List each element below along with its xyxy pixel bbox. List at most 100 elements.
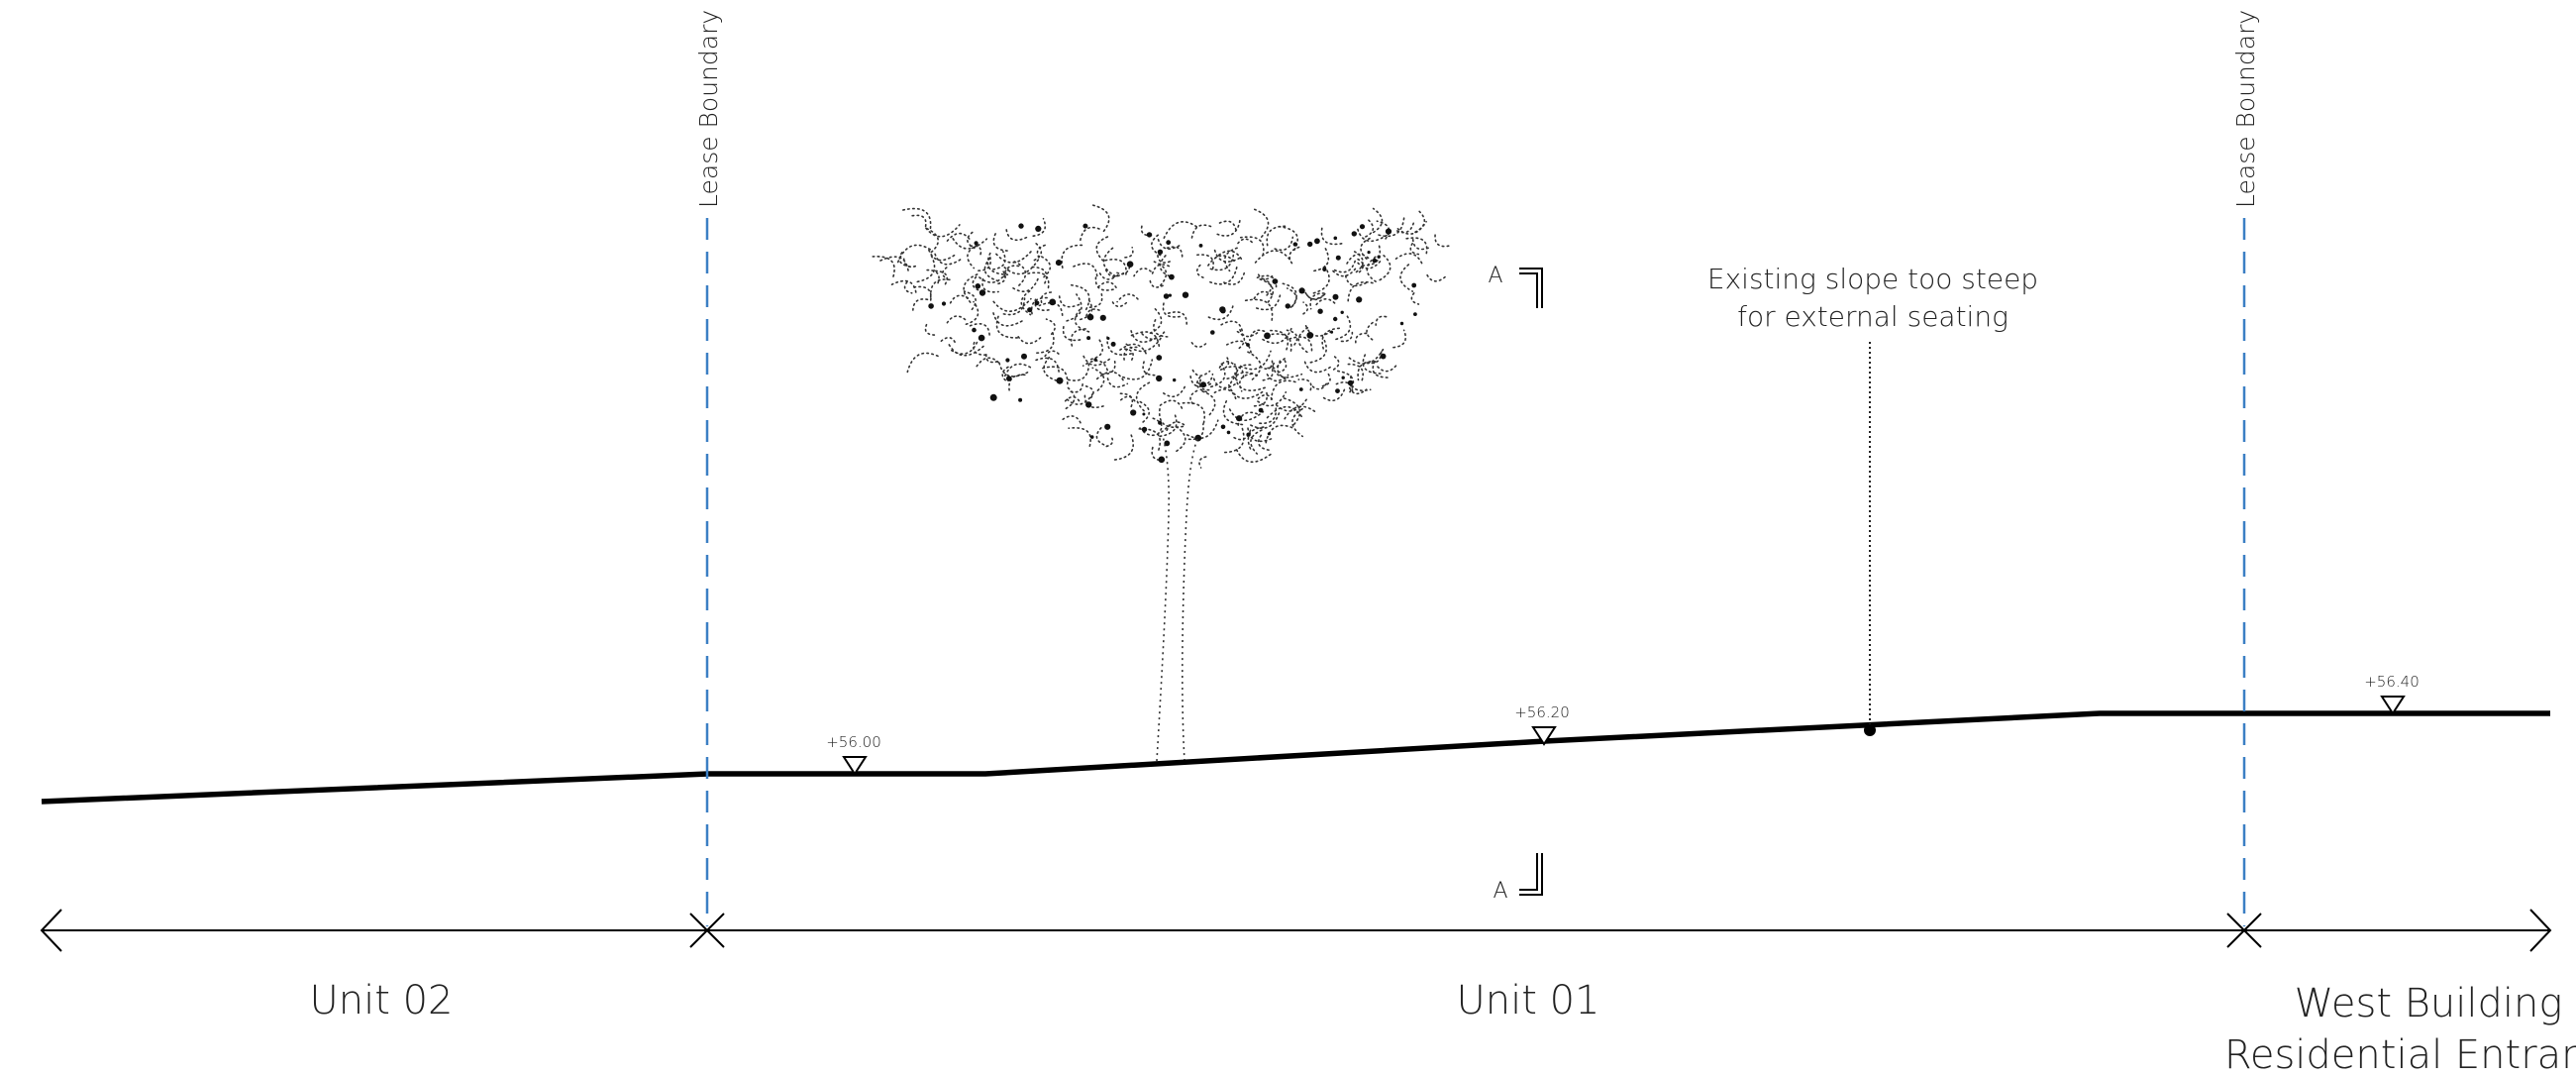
tree-canopy-stroke xyxy=(940,336,956,343)
tree-canopy-stroke xyxy=(898,252,911,268)
tree-canopy-stroke xyxy=(1288,246,1300,267)
tree-foliage-dot xyxy=(1099,314,1106,321)
tree-canopy-stroke xyxy=(967,231,976,250)
tree-canopy-stroke xyxy=(910,214,927,228)
tree-canopy-stroke xyxy=(1033,242,1043,262)
tree-canopy-stroke xyxy=(1105,434,1114,448)
tree-foliage-dot xyxy=(1082,223,1088,229)
tree-foliage-dot xyxy=(1166,240,1172,246)
level-1-label: +56.00 xyxy=(826,733,881,751)
tree-canopy-stroke xyxy=(1017,335,1044,345)
tree-canopy-stroke xyxy=(1313,298,1336,308)
level-marker-1: +56.00 xyxy=(826,733,881,776)
section-marker-top: A xyxy=(1488,264,1543,308)
tree-canopy-stroke xyxy=(896,244,931,264)
tree-canopy-stroke xyxy=(925,224,961,238)
tree-canopy-stroke xyxy=(1321,373,1331,387)
tree-canopy-stroke xyxy=(1080,226,1100,242)
tree-canopy-stroke xyxy=(1349,375,1372,391)
tree-canopy-stroke xyxy=(1266,329,1289,351)
tree-canopy-stroke xyxy=(1207,302,1235,321)
tree-canopy-stroke xyxy=(1219,320,1243,332)
tree-canopy-stroke xyxy=(1011,260,1027,286)
tree-canopy-stroke xyxy=(963,290,977,311)
tree-canopy-stroke xyxy=(983,257,1000,282)
slope-annotation: Existing slope too steep for external se… xyxy=(1707,263,2038,736)
tree-canopy-stroke xyxy=(1122,359,1154,380)
tree-canopy-stroke xyxy=(925,227,939,254)
tree-canopy-stroke xyxy=(1332,266,1358,277)
unit-01-label: Unit 01 xyxy=(1456,978,1599,1024)
tree-foliage-dot xyxy=(1049,298,1057,306)
tree-canopy-stroke xyxy=(998,362,1031,377)
tree-canopy-stroke xyxy=(1228,408,1265,422)
tree-canopy-stroke xyxy=(1166,421,1185,432)
tree-canopy-stroke xyxy=(1391,253,1423,265)
section-marker-top-label: A xyxy=(1488,264,1502,288)
tree-canopy-stroke xyxy=(1095,236,1109,262)
tree-canopy-stroke xyxy=(942,267,949,280)
tree-canopy-stroke xyxy=(1239,236,1265,257)
tree-canopy-stroke xyxy=(1068,427,1091,447)
tree-canopy-stroke xyxy=(1036,244,1046,261)
lease-boundary-right-label: Lease Boundary xyxy=(2231,10,2260,208)
tree-canopy-stroke xyxy=(1305,292,1327,301)
tree-canopy-stroke xyxy=(1335,312,1352,341)
tree-canopy-stroke xyxy=(1198,378,1213,391)
tree-foliage-dot xyxy=(1182,291,1189,298)
tree-foliage-dot xyxy=(1156,355,1163,361)
tree-canopy-stroke xyxy=(948,344,985,357)
tree-canopy-stroke xyxy=(1002,363,1032,379)
tree-canopy-stroke xyxy=(1249,329,1266,342)
tree-canopy-stroke xyxy=(1362,354,1382,375)
tree-canopy-stroke xyxy=(1153,319,1171,338)
level-triangle-icon xyxy=(1531,726,1557,746)
tree-canopy-stroke xyxy=(1101,358,1116,376)
tree-canopy-stroke xyxy=(1008,374,1026,393)
tree-canopy-stroke xyxy=(1043,356,1060,382)
tree-canopy-stroke xyxy=(1212,377,1238,389)
tree-canopy-stroke xyxy=(1045,318,1057,335)
tree-canopy-stroke xyxy=(1297,378,1312,391)
tree-canopy-stroke xyxy=(948,294,970,306)
tree-foliage-dot xyxy=(1330,330,1334,334)
tree-canopy-stroke xyxy=(1344,274,1369,287)
tree-canopy-stroke xyxy=(1195,264,1205,279)
tree-canopy-stroke xyxy=(916,253,936,283)
tree-canopy-stroke xyxy=(1094,276,1116,291)
tree-canopy-stroke xyxy=(1302,301,1309,315)
tree-canopy-stroke xyxy=(979,269,1009,283)
tree-canopy-stroke xyxy=(1113,432,1134,461)
level-2-label: +56.20 xyxy=(1514,703,1570,721)
tree-canopy-stroke xyxy=(1206,255,1235,269)
west-building-label-line-2: Residential Entrance xyxy=(2224,1032,2576,1078)
tree-canopy-stroke xyxy=(1190,224,1212,240)
tree-foliage-dot xyxy=(1006,376,1012,381)
tree-canopy-stroke xyxy=(1032,357,1060,373)
tree-canopy-stroke xyxy=(1313,248,1330,272)
tree-canopy-stroke xyxy=(1125,335,1164,353)
tree-canopy-stroke xyxy=(1286,329,1298,346)
tree-canopy-stroke xyxy=(1197,373,1214,385)
tree-canopy-stroke xyxy=(1179,401,1206,424)
tree-canopy-stroke xyxy=(1320,227,1345,246)
tree-canopy-stroke xyxy=(1218,361,1234,370)
tree-canopy-stroke xyxy=(1288,336,1313,352)
tree-canopy-stroke xyxy=(1366,321,1377,343)
level-marker-3: +56.40 xyxy=(2364,673,2420,715)
tree-foliage-dot xyxy=(1307,241,1313,248)
tree-canopy-stroke xyxy=(1250,429,1263,455)
tree-foliage-dot xyxy=(1264,332,1271,340)
tree-canopy-stroke xyxy=(1257,277,1275,303)
tree-canopy-stroke xyxy=(1357,361,1377,381)
tree-foliage-dot xyxy=(1298,287,1305,294)
dimension-line xyxy=(40,909,2552,952)
tree-canopy-stroke xyxy=(1209,265,1238,285)
tree-canopy-stroke xyxy=(984,354,999,364)
tree-canopy-stroke xyxy=(1353,250,1364,273)
tree-foliage-dot xyxy=(979,289,986,296)
annotation-line-1: Existing slope too steep xyxy=(1707,263,2038,295)
tree-foliage-dot xyxy=(1173,377,1177,382)
section-bracket-top-inner xyxy=(1519,272,1538,308)
tree-canopy-stroke xyxy=(906,352,939,374)
